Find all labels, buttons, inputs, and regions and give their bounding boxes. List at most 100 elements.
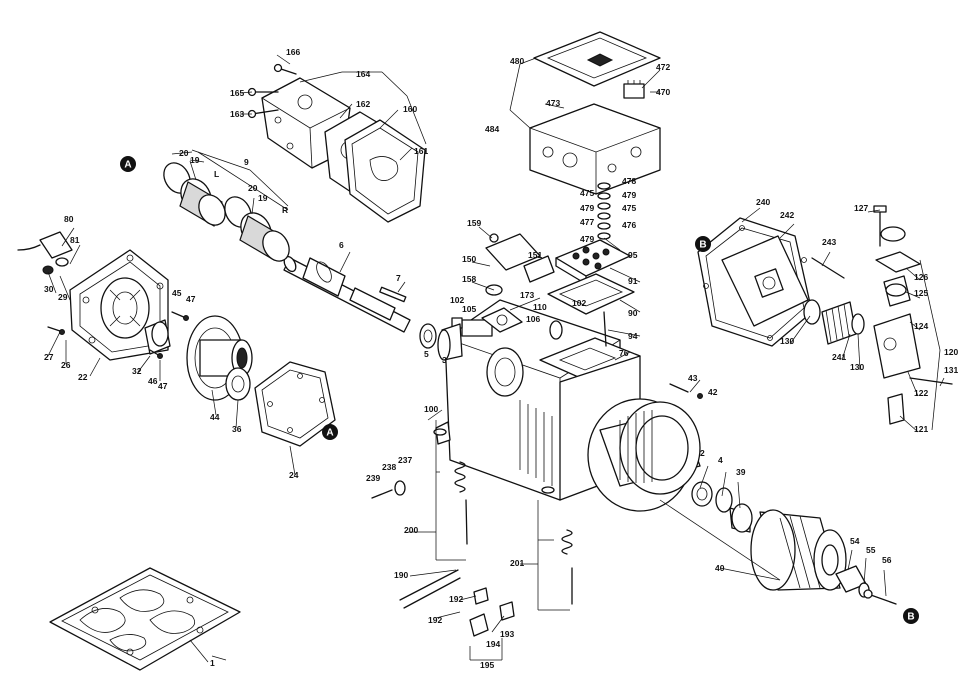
part-label-3: 3 (442, 355, 447, 365)
leader-line (907, 371, 919, 397)
bolt-243 (811, 257, 845, 279)
leader-line (899, 415, 919, 433)
part-label-55: 55 (866, 545, 876, 555)
leader-line (239, 91, 253, 94)
bolts-42-43 (669, 383, 703, 399)
leader-line (519, 57, 537, 65)
leader-lines (47, 54, 945, 661)
part-label-160: 160 (403, 104, 417, 114)
part-label-130: 130 (850, 362, 864, 372)
leader-line (779, 223, 795, 239)
part-label-192: 192 (449, 594, 463, 604)
leader-line (47, 331, 61, 357)
part-label-238: 238 (382, 462, 396, 472)
part-label-26: 26 (61, 360, 71, 370)
part-label-L: L (214, 169, 219, 179)
part-label-102: 102 (450, 295, 464, 305)
part-label-162: 162 (356, 99, 370, 109)
leader-line (435, 611, 461, 619)
leader-line (251, 197, 255, 215)
leader-line (471, 281, 495, 291)
part-label-122: 122 (914, 388, 928, 398)
part-label-19: 19 (190, 155, 200, 165)
marker-letter: B (907, 612, 914, 623)
gasket-90 (547, 273, 635, 315)
part-label-242: 242 (780, 210, 794, 220)
leader-line (821, 251, 831, 267)
terminal-box-484 (528, 31, 662, 195)
leader-line (69, 244, 81, 265)
service-valve-150 (451, 233, 563, 340)
marker-circle (695, 236, 711, 252)
leader-line (381, 71, 408, 97)
leader-line (397, 281, 406, 293)
part-label-106: 106 (526, 314, 540, 324)
part-label-477: 477 (580, 217, 594, 227)
part-label-125: 125 (914, 288, 928, 298)
marker-letter: A (326, 428, 333, 439)
leader-line (741, 207, 761, 223)
part-label-19: 19 (258, 193, 268, 203)
part-label-5: 5 (424, 349, 429, 359)
leader-line (59, 275, 71, 301)
leader-line (863, 557, 867, 585)
part-label-158: 158 (462, 274, 476, 284)
leader-line (544, 103, 565, 109)
reference-marker-a: A (322, 424, 338, 440)
part-label-193: 193 (500, 629, 514, 639)
terminal-stack-475-479 (597, 182, 611, 240)
stator-motor (587, 398, 701, 512)
part-label-239: 239 (366, 473, 380, 483)
part-label-165: 165 (230, 88, 244, 98)
leader-line (61, 227, 75, 247)
oil-pieces (419, 323, 463, 361)
part-label-201: 201 (510, 558, 524, 568)
part-label-479: 479 (580, 203, 594, 213)
part-label-237: 237 (398, 455, 412, 465)
part-label-195: 195 (480, 660, 494, 670)
part-label-39: 39 (736, 467, 746, 477)
part-label-47: 47 (158, 381, 168, 391)
part-label-102: 102 (572, 298, 586, 308)
gasket-set-1 (49, 567, 241, 671)
leader-line (211, 655, 227, 661)
part-label-24: 24 (289, 470, 299, 480)
leader-line (603, 237, 621, 251)
part-label-159: 159 (467, 218, 481, 228)
cylinder-head-assembly (261, 77, 427, 223)
part-label-243: 243 (822, 237, 836, 247)
part-label-164: 164 (356, 69, 370, 79)
leader-line (459, 595, 477, 601)
leader-line (137, 355, 151, 373)
leader-line (737, 481, 741, 509)
leader-line (249, 169, 289, 207)
part-label-161: 161 (414, 146, 428, 156)
part-label-127: 127 (854, 203, 868, 213)
leader-line (841, 333, 851, 361)
part-label-240: 240 (756, 197, 770, 207)
gasket-24 (254, 361, 336, 447)
leader-line (719, 567, 781, 581)
part-label-473: 473 (546, 98, 560, 108)
bearing-32 (144, 319, 171, 355)
part-label-42: 42 (708, 387, 718, 397)
part-label-44: 44 (210, 412, 220, 422)
part-label-475: 475 (580, 188, 594, 198)
leader-line (211, 389, 217, 416)
reference-marker-b: B (695, 236, 711, 252)
filter-241 (803, 299, 865, 345)
leader-line (641, 69, 661, 89)
part-label-20: 20 (248, 183, 258, 193)
leader-line (289, 445, 296, 476)
leader-line (339, 103, 353, 119)
leader-line (721, 471, 727, 497)
spring-parts (371, 421, 573, 637)
leader-line (609, 267, 641, 283)
part-label-30: 30 (44, 284, 54, 294)
leader-line (409, 569, 457, 577)
part-label-7: 7 (396, 273, 401, 283)
part-label-95: 95 (628, 250, 638, 260)
